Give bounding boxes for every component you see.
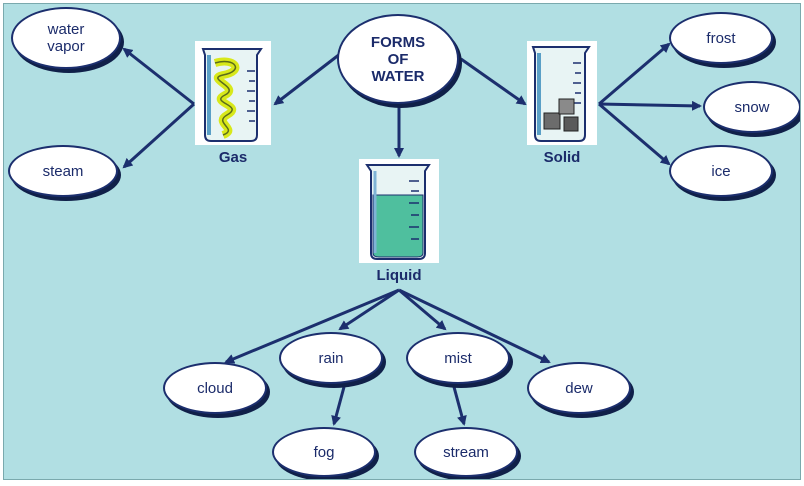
arrow-liquid-to-cloud bbox=[224, 288, 400, 364]
arrow-liquid-to-mist bbox=[398, 288, 447, 331]
mist-node: mist bbox=[406, 332, 510, 384]
frost-node: frost bbox=[669, 12, 773, 64]
connector-lines bbox=[122, 42, 702, 426]
stream-node: stream bbox=[414, 427, 518, 477]
steam-node: steam bbox=[8, 145, 118, 197]
arrow-rain-to-fog bbox=[331, 386, 346, 426]
arrow-solid-to-ice bbox=[598, 102, 671, 166]
solid-label: Solid bbox=[543, 149, 581, 166]
arrow-center-to-gas bbox=[273, 52, 341, 106]
dew-node: dew bbox=[527, 362, 631, 414]
ice-node: ice bbox=[669, 145, 773, 197]
arrow-mist-to-stream bbox=[452, 386, 467, 426]
arrow-solid-to-snow bbox=[598, 100, 702, 111]
rain-node: rain bbox=[279, 332, 383, 384]
arrow-liquid-to-rain bbox=[338, 288, 400, 331]
arrow-center-to-solid bbox=[460, 57, 527, 106]
cloud-node: cloud bbox=[163, 362, 267, 414]
liquid-label: Liquid bbox=[376, 267, 422, 284]
snow-node: snow bbox=[703, 81, 800, 133]
arrow-gas-to-water-vapor bbox=[122, 47, 195, 106]
diagram-canvas: Gas Solid Liquid FORMS OF WATER bbox=[3, 3, 801, 480]
arrow-gas-to-steam bbox=[122, 102, 196, 169]
water-vapor-node: water vapor bbox=[11, 7, 121, 69]
gas-beaker-icon bbox=[195, 41, 271, 145]
fog-node: fog bbox=[272, 427, 376, 477]
arrow-liquid-to-dew bbox=[398, 288, 551, 364]
arrow-solid-to-frost bbox=[598, 42, 671, 106]
gas-label: Gas bbox=[218, 149, 248, 166]
forms-of-water-node: FORMS OF WATER bbox=[337, 14, 459, 104]
liquid-beaker-icon bbox=[359, 159, 439, 263]
solid-beaker-icon bbox=[527, 41, 597, 145]
